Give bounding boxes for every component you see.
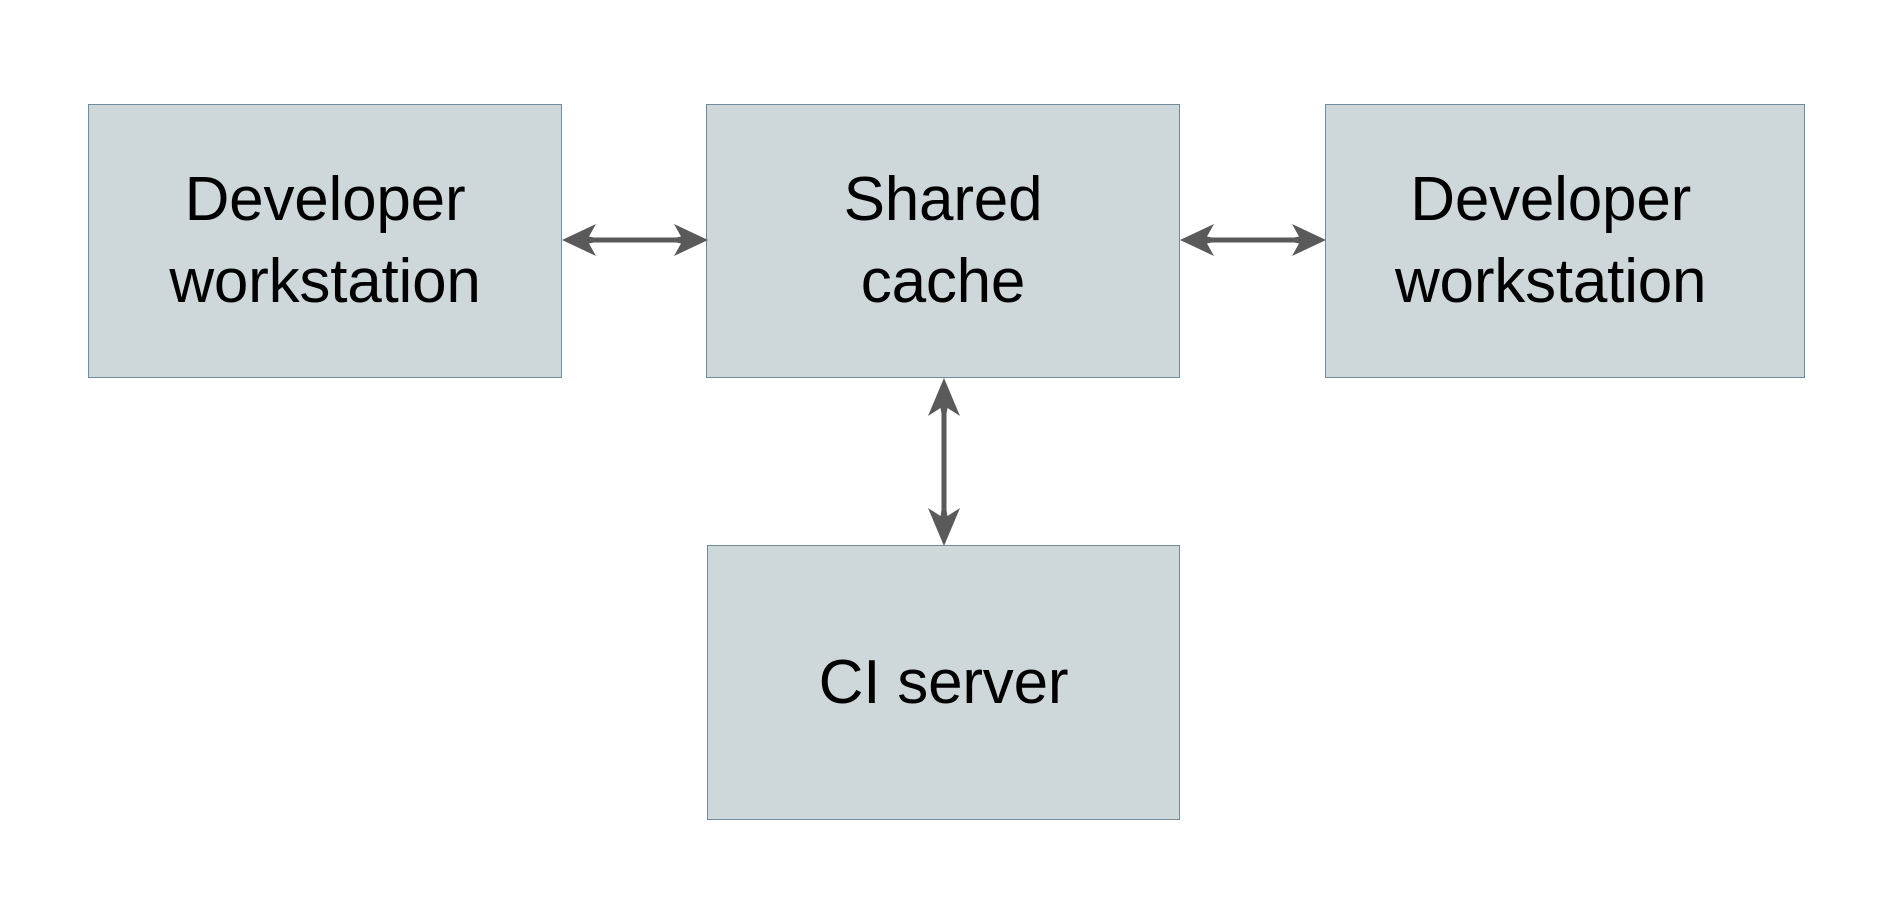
- edge-developer-workstation-left-to-shared-cache: [562, 224, 708, 256]
- node-ci-server[interactable]: CI server: [707, 545, 1180, 820]
- node-label: CI server: [818, 647, 1069, 717]
- node-developer-workstation-left[interactable]: Developer workstation: [88, 104, 562, 378]
- node-label: Developer workstation: [169, 165, 481, 316]
- node-shared-cache[interactable]: Shared cache: [706, 104, 1180, 378]
- edge-shared-cache-to-ci-server: [928, 378, 960, 546]
- node-label: Shared cache: [843, 165, 1043, 316]
- node-developer-workstation-right[interactable]: Developer workstation: [1325, 104, 1805, 378]
- node-label: Developer workstation: [1394, 165, 1707, 316]
- double-headed-arrow-icon: [928, 378, 960, 546]
- double-headed-arrow-icon: [562, 224, 708, 256]
